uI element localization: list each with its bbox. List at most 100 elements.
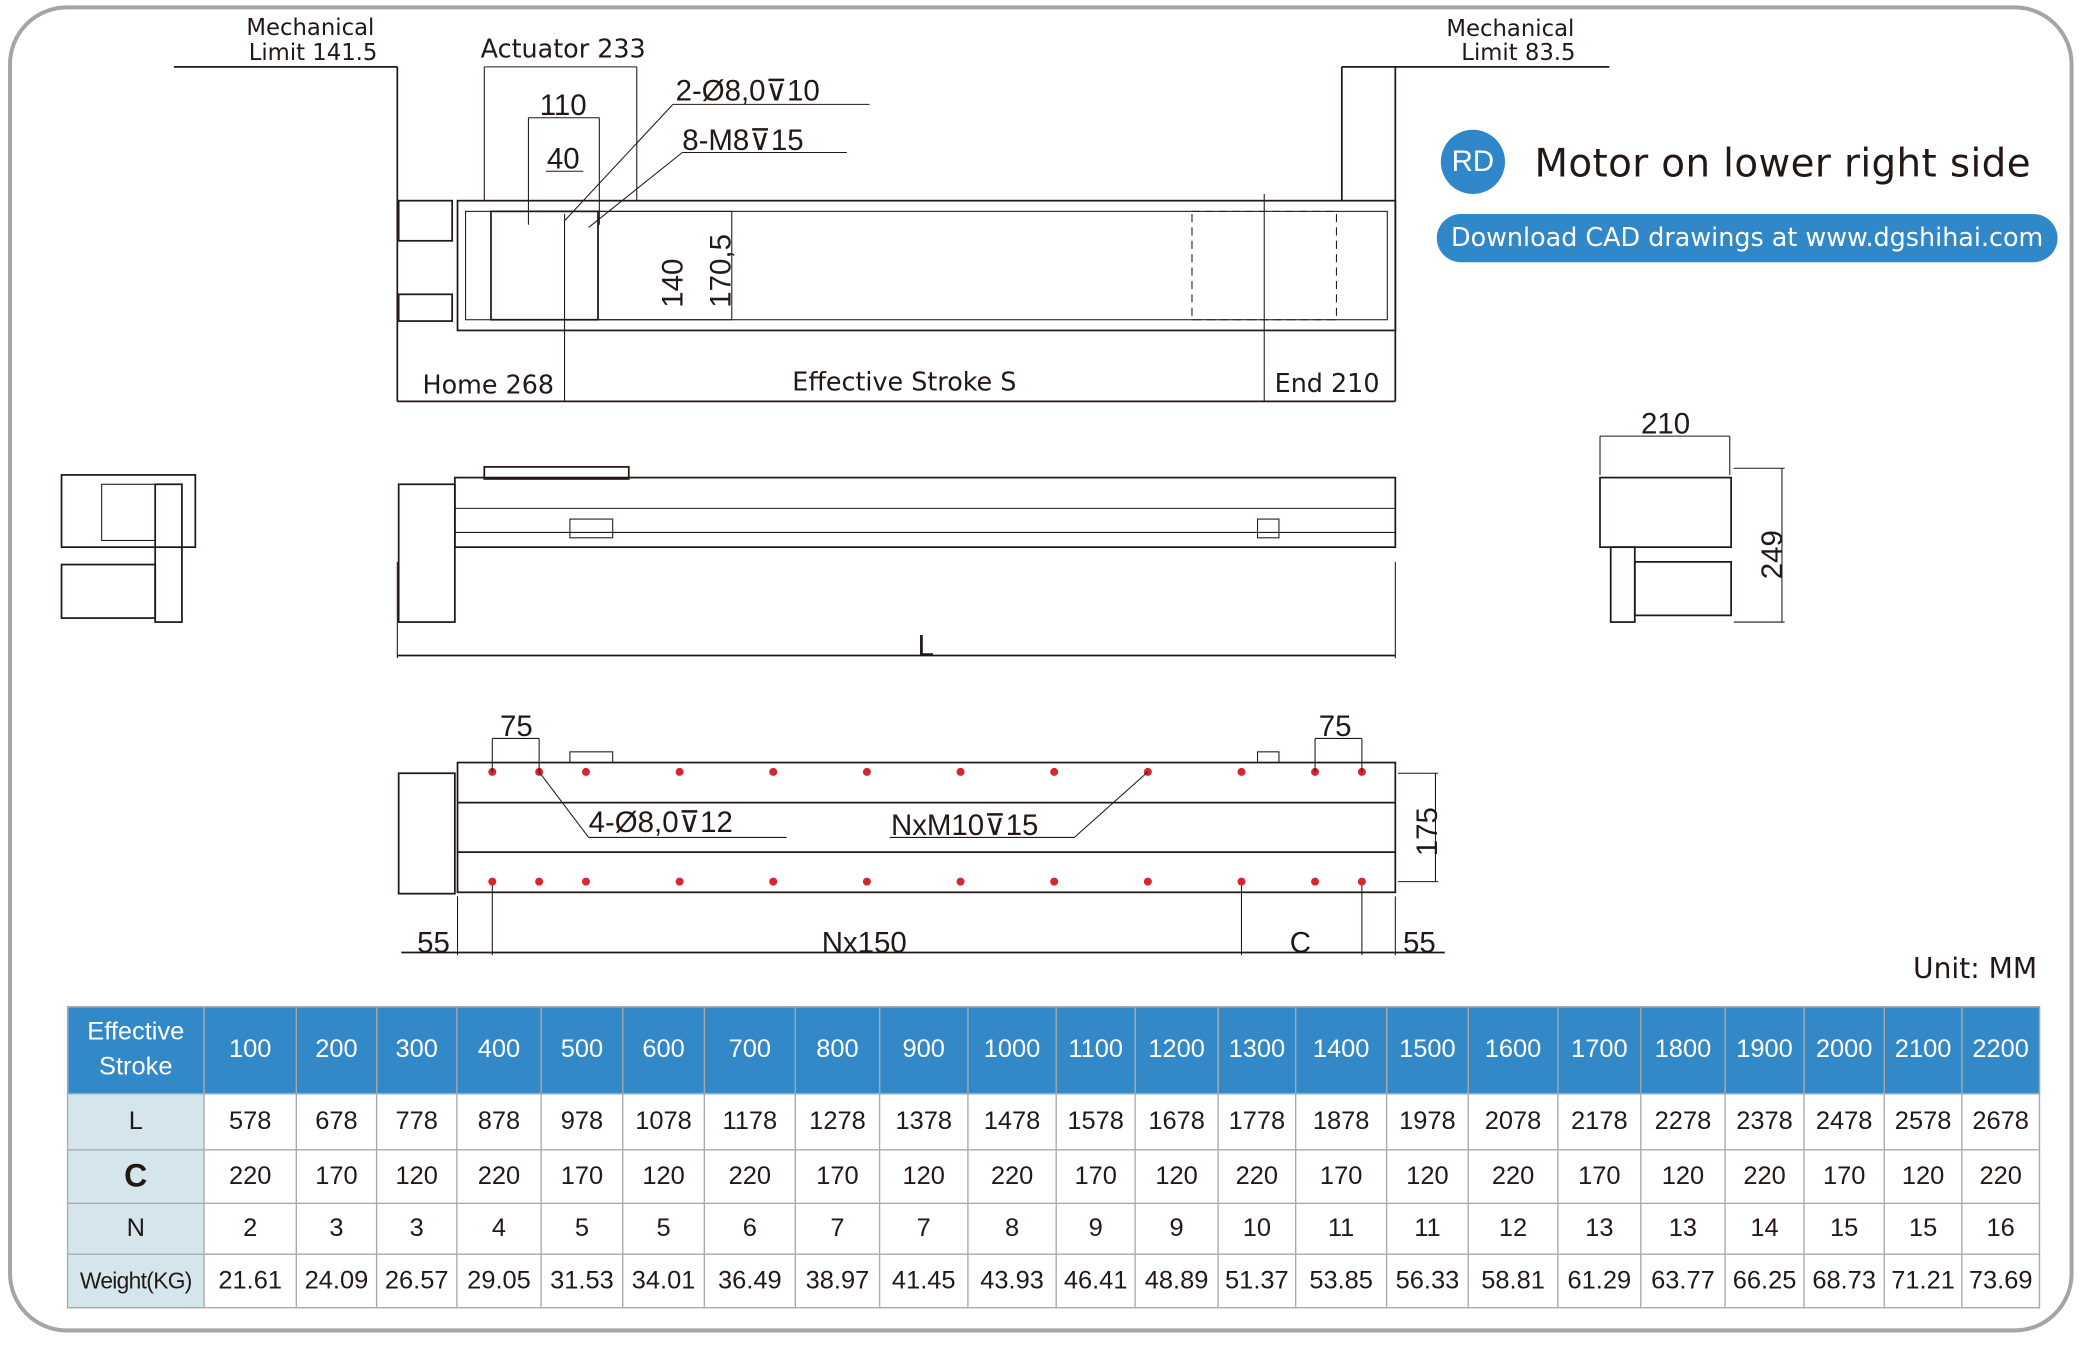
stroke-header: 1100 <box>1055 1006 1136 1095</box>
table-cell: 1478 <box>967 1092 1057 1151</box>
table-cell: 170 <box>295 1149 378 1205</box>
motor-position-badge: RD <box>1440 129 1506 194</box>
table-cell: 220 <box>1467 1149 1559 1205</box>
table-cell: 46.41 <box>1055 1253 1136 1309</box>
table-cell: 68.73 <box>1803 1253 1885 1309</box>
table-cell: 2178 <box>1557 1092 1642 1151</box>
mech-limit-right-label: Mechanical <box>1446 16 1574 42</box>
download-cad-link[interactable]: Download CAD drawings at www.dgshihai.co… <box>1436 214 2058 263</box>
stroke-header: 2100 <box>1883 1006 1963 1095</box>
table-cell: 14 <box>1724 1202 1805 1255</box>
dim-C: C <box>1290 927 1311 960</box>
hole-spec-2: 8-M8⊽15 <box>682 124 803 157</box>
table-cell: 26.57 <box>375 1253 458 1309</box>
table-cell: 9 <box>1055 1202 1136 1255</box>
stroke-header: 1400 <box>1294 1006 1388 1095</box>
front-view: L <box>396 466 1397 663</box>
table-cell: 4 <box>456 1202 542 1255</box>
top-view: Mechanical Limit 141.5 Actuator 233 Mech… <box>173 15 1610 403</box>
table-cell: 1278 <box>794 1092 881 1151</box>
table-cell: 73.69 <box>1961 1253 2041 1309</box>
table-cell: 58.81 <box>1467 1253 1559 1309</box>
table-cell: 3 <box>375 1202 458 1255</box>
stroke-header: 1800 <box>1640 1006 1726 1095</box>
table-cell: 220 <box>456 1149 542 1205</box>
table-cell: 170 <box>1055 1149 1136 1205</box>
stroke-header: 1300 <box>1217 1006 1297 1095</box>
table-cell: 2678 <box>1961 1092 2041 1151</box>
dim-210: 210 <box>1641 407 1690 440</box>
hole-spec-3: 4-Ø8,0⊽12 <box>589 806 733 839</box>
table-cell: 1778 <box>1217 1092 1297 1151</box>
stroke-header: 400 <box>456 1006 542 1095</box>
dim-nx150: Nx150 <box>822 927 907 960</box>
table-cell: 878 <box>456 1092 542 1151</box>
dim-170-5: 170,5 <box>704 234 737 308</box>
effective-stroke-header: Effective Stroke <box>66 1006 205 1095</box>
stroke-header: 300 <box>375 1006 458 1095</box>
table-cell: 2078 <box>1467 1092 1559 1151</box>
table-cell: 7 <box>794 1202 881 1255</box>
table-cell: 15 <box>1883 1202 1963 1255</box>
table-cell: 51.37 <box>1217 1253 1297 1309</box>
table-cell: 13 <box>1640 1202 1726 1255</box>
table-cell: 220 <box>967 1149 1057 1205</box>
table-cell: 120 <box>622 1149 706 1205</box>
stroke-header: 2200 <box>1961 1006 2041 1095</box>
dim-75-right: 75 <box>1319 710 1352 743</box>
table-cell: 170 <box>1557 1149 1642 1205</box>
row-label: Weight(KG) <box>66 1253 205 1309</box>
stroke-header: 1000 <box>967 1006 1057 1095</box>
mech-limit-left-label: Mechanical <box>246 15 374 41</box>
table-cell: 1678 <box>1134 1092 1219 1151</box>
table-cell: 170 <box>1803 1149 1885 1205</box>
mech-limit-right-value: Limit 83.5 <box>1461 40 1575 66</box>
table-cell: 1978 <box>1385 1092 1469 1151</box>
table-cell: 29.05 <box>456 1253 542 1309</box>
stroke-header: 900 <box>878 1006 969 1095</box>
table-cell: 170 <box>794 1149 881 1205</box>
table-cell: 43.93 <box>967 1253 1057 1309</box>
left-end-view <box>60 474 197 623</box>
table-cell: 11 <box>1385 1202 1469 1255</box>
table-cell: 220 <box>1217 1149 1297 1205</box>
stroke-header: 700 <box>703 1006 796 1095</box>
stroke-header: 1200 <box>1134 1006 1219 1095</box>
table-cell: 120 <box>375 1149 458 1205</box>
table-cell: 120 <box>1385 1149 1469 1205</box>
table-cell: 220 <box>1724 1149 1805 1205</box>
table-cell: 5 <box>540 1202 624 1255</box>
table-cell: 12 <box>1467 1202 1559 1255</box>
table-cell: 11 <box>1294 1202 1388 1255</box>
dim-L: L <box>918 630 934 663</box>
table-cell: 120 <box>878 1149 969 1205</box>
table-cell: 71.21 <box>1883 1253 1963 1309</box>
table-cell: 1178 <box>703 1092 796 1151</box>
table-cell: 2 <box>203 1202 297 1255</box>
dim-110: 110 <box>540 89 587 122</box>
right-end-view: 210 249 <box>1599 407 1789 623</box>
table-cell: 34.01 <box>622 1253 706 1309</box>
table-cell: 3 <box>295 1202 378 1255</box>
stroke-header: 500 <box>540 1006 624 1095</box>
stroke-header: 200 <box>295 1006 378 1095</box>
table-cell: 53.85 <box>1294 1253 1388 1309</box>
table-cell: 2478 <box>1803 1092 1885 1151</box>
table-cell: 2378 <box>1724 1092 1805 1151</box>
table-cell: 120 <box>1640 1149 1726 1205</box>
table-cell: 66.25 <box>1724 1253 1805 1309</box>
actuator-label: Actuator 233 <box>481 34 646 64</box>
table-cell: 16 <box>1961 1202 2041 1255</box>
row-label: L <box>66 1092 205 1151</box>
table-cell: 170 <box>540 1149 624 1205</box>
table-cell: 220 <box>1961 1149 2041 1205</box>
table-cell: 578 <box>203 1092 297 1151</box>
table-cell: 1578 <box>1055 1092 1136 1151</box>
dim-40: 40 <box>547 143 580 176</box>
stroke-header: 1900 <box>1724 1006 1805 1095</box>
table-cell: 13 <box>1557 1202 1642 1255</box>
table-cell: 1378 <box>878 1092 969 1151</box>
